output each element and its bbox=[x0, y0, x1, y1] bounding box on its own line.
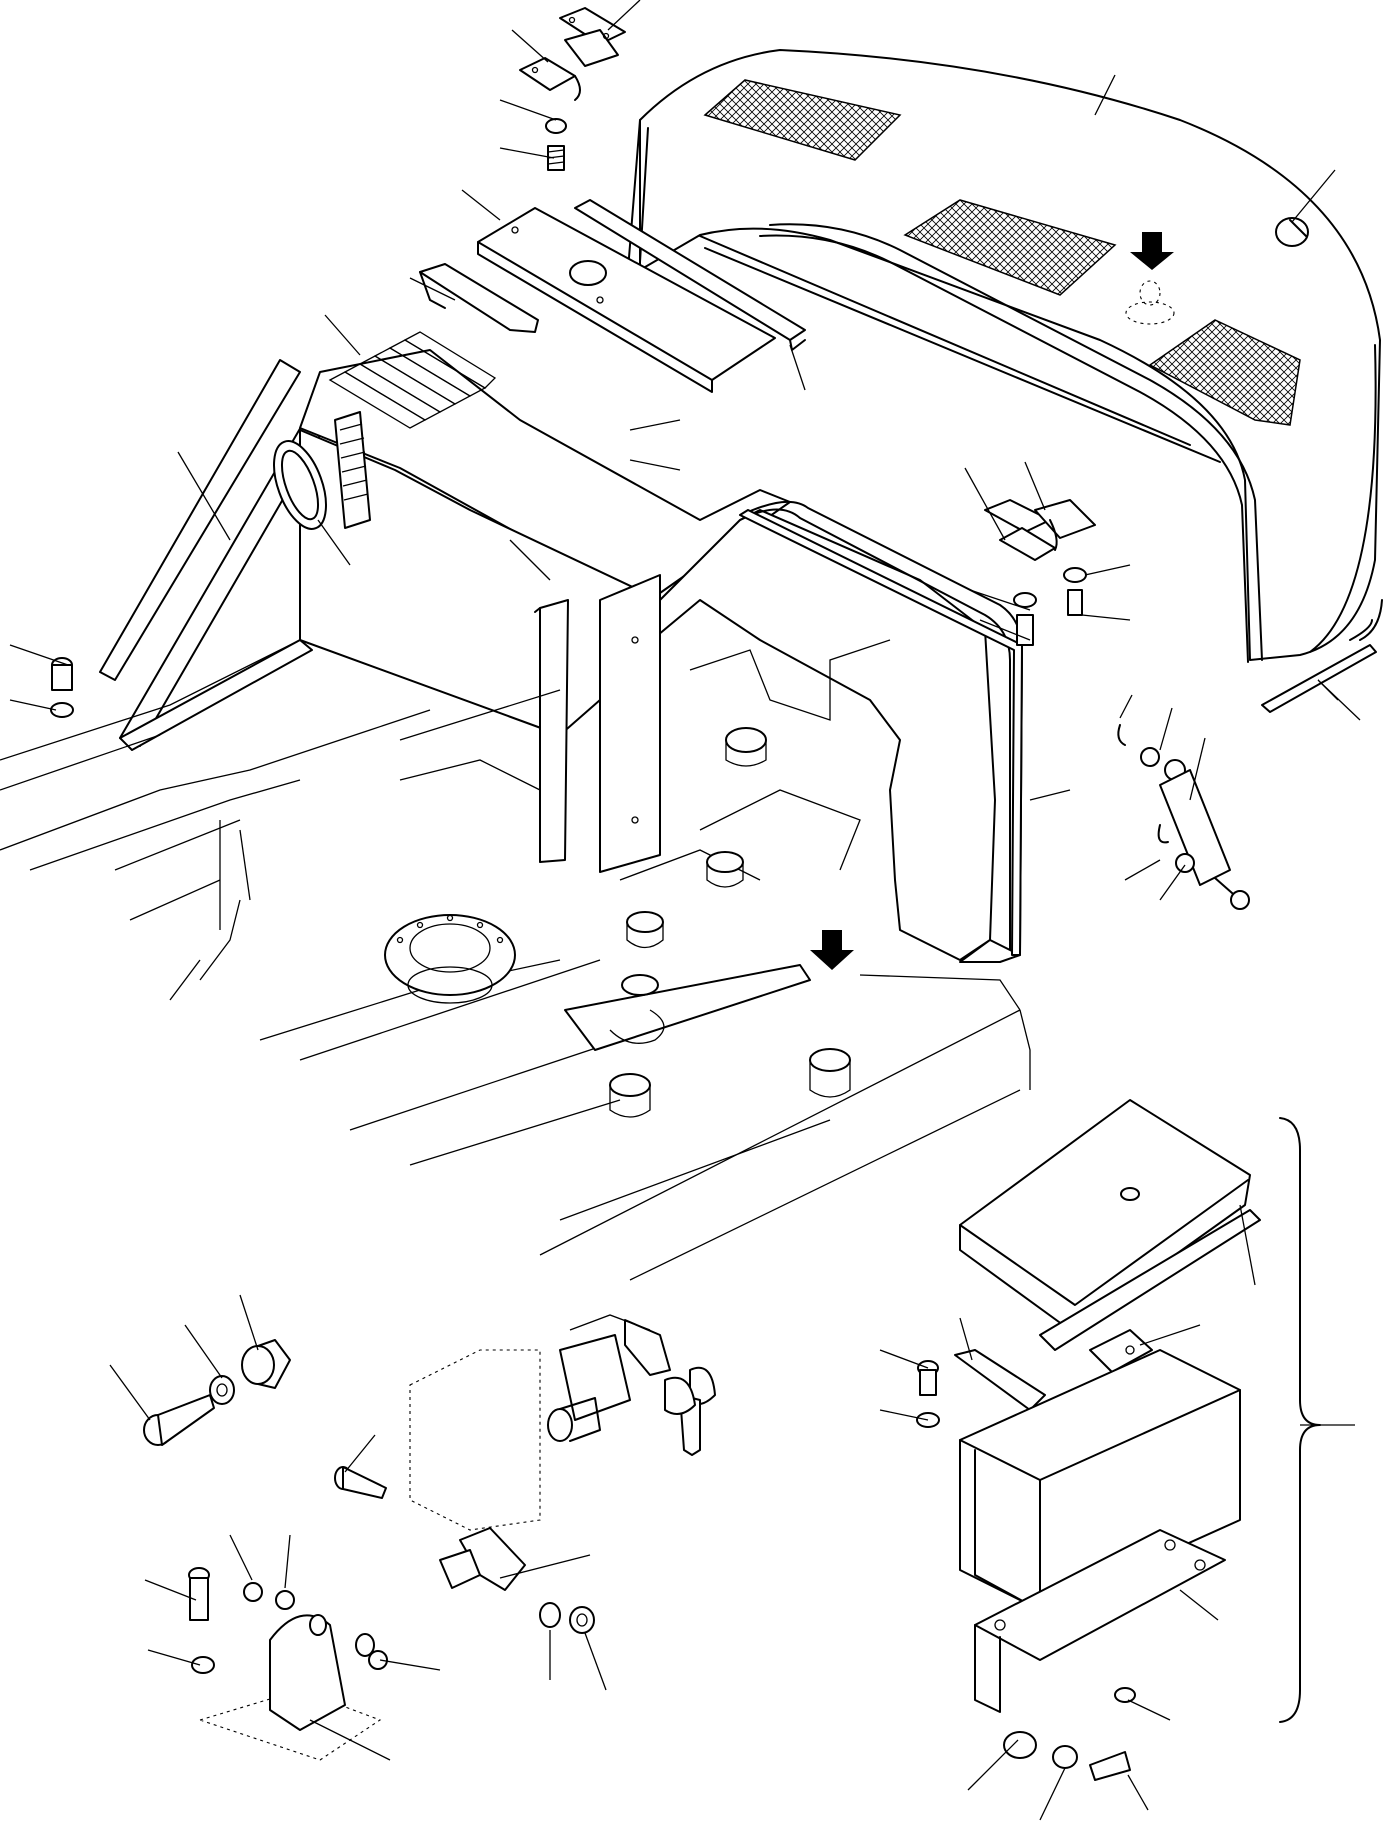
lock-screw bbox=[334, 1466, 387, 1499]
upper-frame bbox=[0, 639, 1031, 1281]
radiator-cover-plate bbox=[477, 207, 776, 393]
seal-clip bbox=[334, 411, 371, 529]
tool-box-bolt-washer bbox=[916, 1360, 1136, 1703]
panel-seal-strip bbox=[739, 509, 1023, 956]
gas-spring-mount bbox=[188, 1567, 388, 1761]
socket-bolt bbox=[143, 1394, 215, 1446]
tool-box-bracket bbox=[974, 1529, 1226, 1713]
spacer-sleeve bbox=[241, 1339, 291, 1389]
lock-cylinder bbox=[547, 1334, 631, 1442]
side-seal-angle bbox=[99, 359, 331, 751]
keys bbox=[624, 1319, 716, 1456]
direction-arrow-frame bbox=[810, 930, 854, 970]
tool-box-lid bbox=[959, 1099, 1251, 1331]
gas-spring bbox=[1117, 724, 1250, 910]
swing-flange bbox=[384, 914, 516, 1004]
hood-seal-strip bbox=[1261, 619, 1377, 713]
hood-grille-right bbox=[1148, 319, 1301, 426]
tool-box bbox=[916, 1099, 1321, 1781]
bolt-washer-right bbox=[1013, 567, 1087, 646]
callout-leaders bbox=[9, 0, 1361, 1821]
engine-hood bbox=[627, 49, 1383, 663]
bolt-washer-left bbox=[50, 657, 74, 718]
assembly-bracket-brace bbox=[1279, 1117, 1321, 1723]
top-hinge bbox=[519, 7, 626, 101]
lock-assembly bbox=[143, 1319, 716, 1761]
side-panel-main bbox=[299, 429, 1023, 963]
hood-grille-middle bbox=[903, 199, 1117, 296]
direction-arrow-hood bbox=[1125, 232, 1175, 325]
counterweight-beam bbox=[564, 727, 851, 1118]
tool-box-clamp bbox=[1089, 1329, 1153, 1373]
hood-hinge-right bbox=[984, 499, 1096, 561]
hood-grille-left bbox=[703, 79, 902, 161]
bolt-washer-top bbox=[545, 118, 567, 171]
side-angle-strip bbox=[419, 263, 539, 333]
spacer-washer bbox=[209, 1375, 235, 1405]
tool-box-seal bbox=[1039, 1209, 1261, 1351]
tool-box-latch bbox=[1003, 1731, 1131, 1781]
drain-grille bbox=[328, 331, 497, 429]
hood-rubber-stop bbox=[1275, 217, 1309, 247]
tool-box-foam bbox=[954, 1349, 1046, 1411]
grommet bbox=[273, 440, 327, 530]
lock-cam bbox=[439, 1527, 595, 1634]
